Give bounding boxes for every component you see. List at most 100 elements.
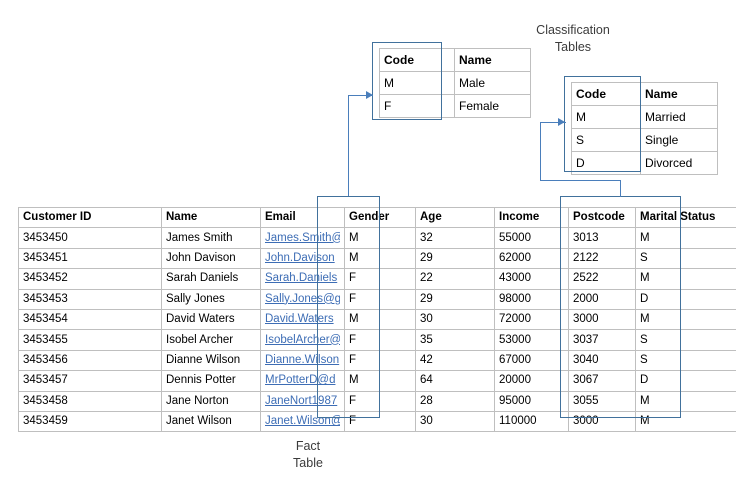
marital-connector-vertical-lower — [620, 180, 622, 197]
cell-postcode: 3055 — [568, 390, 636, 412]
email-link[interactable]: John.Davison — [265, 251, 335, 264]
gender-connector-vertical — [348, 96, 350, 196]
cell-age: 29 — [415, 288, 495, 310]
cell-customer-id: 3453450 — [18, 227, 162, 249]
cell-customer-id: 3453453 — [18, 288, 162, 310]
cell-customer-id: 3453454 — [18, 308, 162, 331]
cell-email[interactable]: Janet.Wilson@ — [260, 410, 345, 433]
cell-name: John Davison — [161, 247, 261, 270]
cell-marital-status: S — [635, 349, 736, 372]
cell-customer-id: 3453459 — [18, 410, 162, 433]
column-header-customer-id: Customer ID — [18, 206, 162, 229]
cell-age: 29 — [415, 247, 495, 270]
table-row: M Male — [379, 71, 531, 95]
cell-gender: M — [344, 308, 416, 331]
cell-gender: F — [344, 268, 416, 290]
email-link[interactable]: James.Smith@ — [265, 231, 340, 244]
cell-age: 35 — [415, 329, 495, 351]
cell-gender: F — [344, 410, 416, 433]
cell-gender: F — [344, 288, 416, 310]
gender-classification-table: Code Name M Male F Female — [379, 48, 531, 118]
cell-age: 32 — [415, 227, 495, 249]
email-link[interactable]: JaneNort1987 — [265, 394, 338, 407]
cell-marital-status: D — [635, 370, 736, 392]
email-link[interactable]: Janet.Wilson@ — [265, 415, 340, 428]
cell-email[interactable]: David.Waters — [260, 308, 345, 331]
cell-age: 22 — [415, 268, 495, 290]
cell-age: 28 — [415, 390, 495, 412]
fact-table-label: Fact Table — [293, 439, 323, 470]
cell-customer-id: 3453458 — [18, 390, 162, 412]
cell-gender: F — [344, 329, 416, 351]
cell-age: 42 — [415, 349, 495, 372]
cell-code: M — [571, 105, 641, 129]
cell-postcode: 2000 — [568, 288, 636, 310]
table-header-row: Customer ID Name Email Gender Age Income… — [18, 206, 736, 229]
cell-email[interactable]: JaneNort1987 — [260, 390, 345, 412]
cell-gender: F — [344, 349, 416, 372]
cell-name: Male — [454, 71, 531, 95]
cell-income: 67000 — [494, 349, 569, 372]
cell-age: 30 — [415, 410, 495, 433]
cell-postcode: 3040 — [568, 349, 636, 372]
table-row: S Single — [571, 128, 718, 152]
cell-name: David Waters — [161, 308, 261, 331]
email-link[interactable]: David.Waters — [265, 313, 334, 326]
cell-email[interactable]: Sarah.Daniels — [260, 268, 345, 290]
cell-income: 43000 — [494, 268, 569, 290]
cell-name: Female — [454, 94, 531, 118]
cell-marital-status: M — [635, 308, 736, 331]
cell-marital-status: M — [635, 410, 736, 433]
cell-marital-status: S — [635, 247, 736, 270]
column-header-income: Income — [494, 206, 569, 229]
cell-email[interactable]: MrPotterD@d — [260, 370, 345, 392]
cell-email[interactable]: James.Smith@ — [260, 227, 345, 249]
cell-email[interactable]: Dianne.Wilson — [260, 349, 345, 372]
table-row: M Married — [571, 105, 718, 129]
cell-email[interactable]: IsobelArcher@ — [260, 329, 345, 351]
cell-postcode: 2522 — [568, 268, 636, 290]
email-link[interactable]: IsobelArcher@ — [265, 333, 340, 346]
cell-email[interactable]: John.Davison — [260, 247, 345, 270]
cell-customer-id: 3453457 — [18, 370, 162, 392]
column-header-code: Code — [571, 82, 641, 106]
table-header-row: Code Name — [571, 82, 718, 106]
cell-code: D — [571, 151, 641, 175]
cell-income: 95000 — [494, 390, 569, 412]
email-link[interactable]: Dianne.Wilson — [265, 353, 340, 366]
cell-email[interactable]: Sally.Jones@g — [260, 288, 345, 310]
email-link[interactable]: Sarah.Daniels — [265, 272, 338, 285]
email-link[interactable]: MrPotterD@d — [265, 374, 336, 387]
marital-status-classification-table: Code Name M Married S Single D Divorced — [571, 82, 718, 175]
classification-tables-label: Classification Tables — [536, 23, 610, 54]
cell-postcode: 2122 — [568, 247, 636, 270]
table-row: F Female — [379, 94, 531, 118]
cell-name: Single — [640, 128, 718, 152]
cell-postcode: 3013 — [568, 227, 636, 249]
cell-income: 20000 — [494, 370, 569, 392]
cell-name: Dennis Potter — [161, 370, 261, 392]
cell-customer-id: 3453456 — [18, 349, 162, 372]
column-header-code: Code — [379, 48, 455, 72]
column-header-email: Email — [260, 206, 345, 229]
cell-name: Divorced — [640, 151, 718, 175]
cell-customer-id: 3453455 — [18, 329, 162, 351]
cell-name: Isobel Archer — [161, 329, 261, 351]
column-header-name: Name — [640, 82, 718, 106]
cell-customer-id: 3453452 — [18, 268, 162, 290]
cell-income: 62000 — [494, 247, 569, 270]
email-link[interactable]: Sally.Jones@g — [265, 292, 340, 305]
cell-name: Jane Norton — [161, 390, 261, 412]
cell-marital-status: S — [635, 329, 736, 351]
cell-marital-status: M — [635, 268, 736, 290]
marital-connector-horizontal-lower — [540, 180, 621, 182]
cell-code: F — [379, 94, 455, 118]
cell-income: 110000 — [494, 410, 569, 433]
cell-income: 55000 — [494, 227, 569, 249]
